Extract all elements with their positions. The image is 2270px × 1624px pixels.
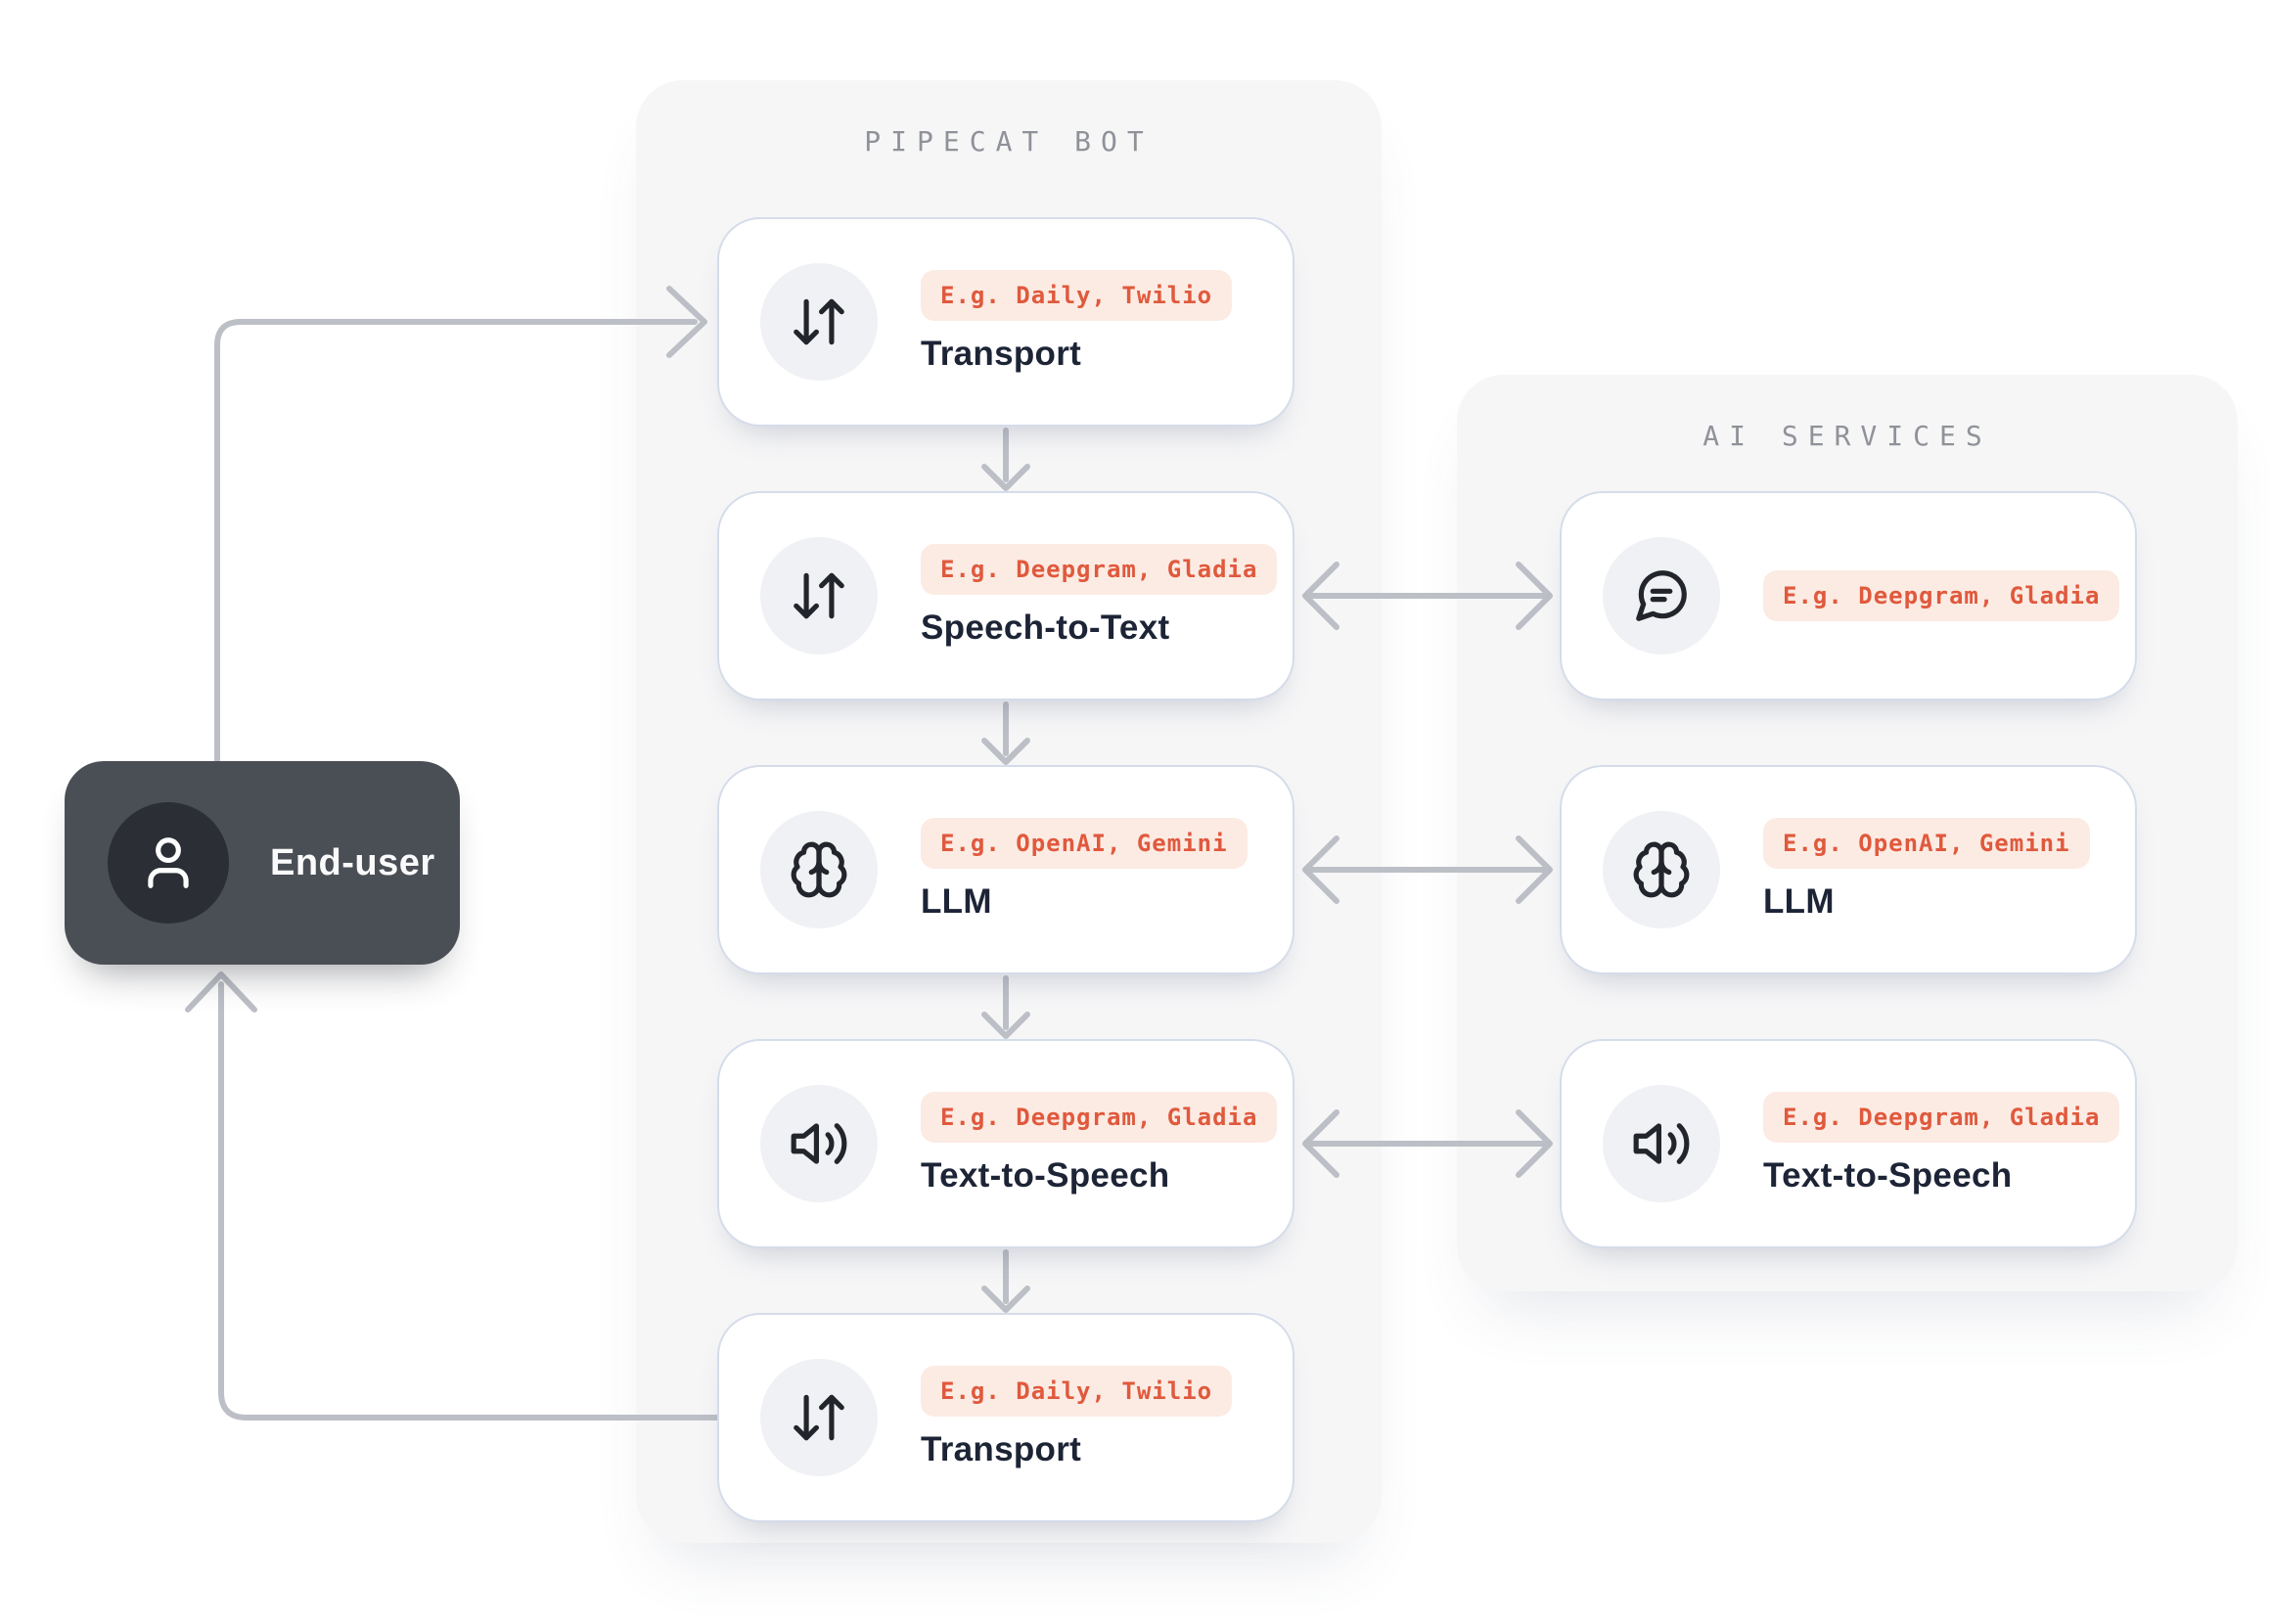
provider-badge: E.g. Deepgram, Gladia	[921, 1092, 1278, 1144]
provider-badge: E.g. Deepgram, Gladia	[921, 544, 1278, 596]
end-user-node: End-user	[65, 761, 460, 965]
icon-circle	[760, 537, 878, 654]
end-user-label: End-user	[270, 841, 435, 883]
pipecat-panel-title: PIPECAT BOT	[864, 125, 1154, 158]
icon-circle	[760, 263, 878, 381]
ai-services-panel-title: AI SERVICES	[1702, 420, 1992, 452]
provider-badge: E.g. OpenAI, Gemini	[921, 818, 1248, 870]
node-text-to-speech: E.g. Deepgram, Gladia Text-to-Speech	[717, 1039, 1294, 1248]
arrows-up-down-icon	[794, 1394, 844, 1441]
user-icon	[148, 837, 189, 888]
provider-badge: E.g. Daily, Twilio	[921, 1366, 1233, 1418]
node-title: LLM	[921, 882, 992, 922]
icon-circle	[1603, 811, 1720, 928]
service-speech-to-text: E.g. Deepgram, Gladia	[1560, 491, 2137, 700]
speaker-icon	[1633, 1123, 1690, 1164]
node-llm: E.g. OpenAI, Gemini LLM	[717, 765, 1294, 974]
service-llm: E.g. OpenAI, Gemini LLM	[1560, 765, 2137, 974]
avatar	[108, 802, 229, 924]
arrows-up-down-icon	[794, 298, 844, 345]
node-title: LLM	[1763, 882, 1835, 922]
node-title: Transport	[921, 1430, 1082, 1469]
node-title: Text-to-Speech	[921, 1156, 1170, 1195]
provider-badge: E.g. Deepgram, Gladia	[1763, 570, 2120, 621]
node-transport-out: E.g. Daily, Twilio Transport	[717, 1313, 1294, 1522]
brain-icon	[1633, 841, 1690, 898]
icon-circle	[760, 1085, 878, 1202]
provider-badge: E.g. OpenAI, Gemini	[1763, 818, 2090, 870]
arrow-user-to-transport	[214, 286, 707, 764]
node-transport-in: E.g. Daily, Twilio Transport	[717, 217, 1294, 427]
node-title: Transport	[921, 335, 1082, 374]
node-title: Text-to-Speech	[1763, 1156, 2013, 1195]
node-speech-to-text: E.g. Deepgram, Gladia Speech-to-Text	[717, 491, 1294, 700]
brain-icon	[791, 841, 847, 898]
provider-badge: E.g. Daily, Twilio	[921, 270, 1233, 322]
icon-circle	[1603, 537, 1720, 654]
icon-circle	[760, 1359, 878, 1476]
icon-circle	[1603, 1085, 1720, 1202]
icon-circle	[760, 811, 878, 928]
speaker-icon	[791, 1123, 847, 1164]
chat-bubble-icon	[1636, 570, 1687, 621]
service-text-to-speech: E.g. Deepgram, Gladia Text-to-Speech	[1560, 1039, 2137, 1248]
arrows-up-down-icon	[794, 572, 844, 619]
node-title: Speech-to-Text	[921, 609, 1170, 648]
provider-badge: E.g. Deepgram, Gladia	[1763, 1092, 2120, 1144]
